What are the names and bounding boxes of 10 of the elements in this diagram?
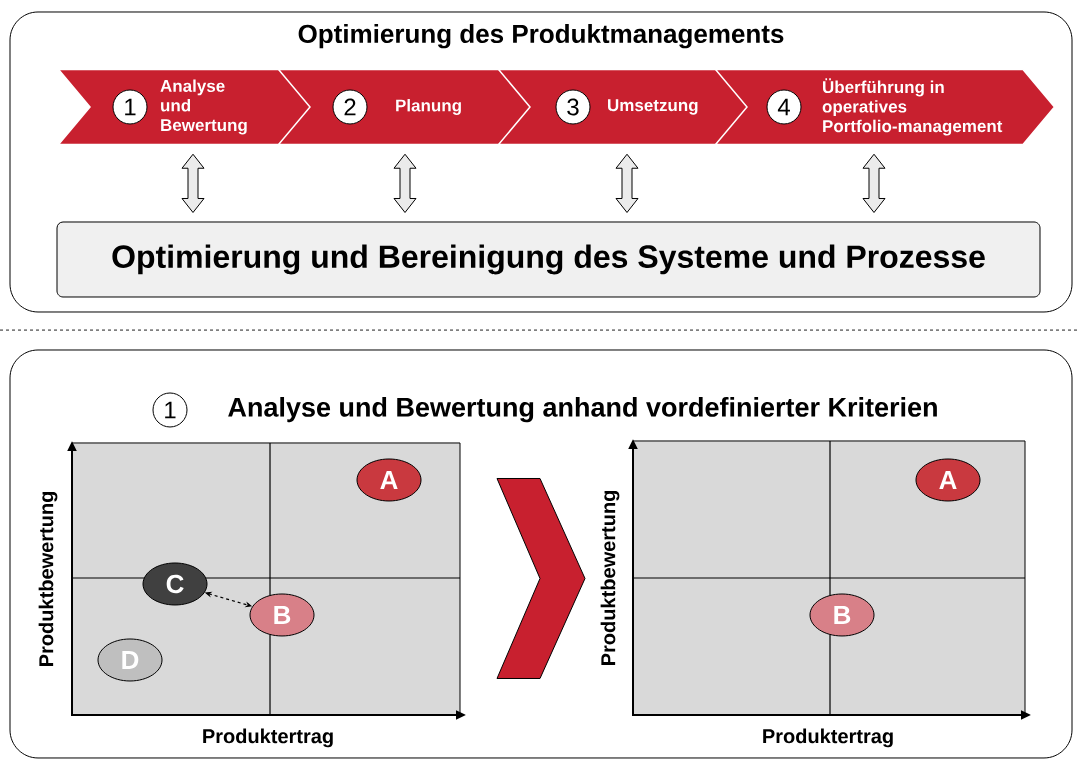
- axis-label: Produktbewertung: [600, 491, 620, 665]
- chevron-arrow: [496, 478, 586, 679]
- double-arrow: [393, 153, 417, 213]
- system-box: Optimierung und Bereinigung des Systeme und Prozesse: [56, 221, 1041, 298]
- double-arrow: [862, 153, 886, 213]
- axis-label: Produktertrag: [203, 728, 333, 748]
- axis-label: Produktertrag: [763, 728, 893, 748]
- double-arrow: [615, 153, 639, 213]
- double-arrow: [181, 153, 205, 213]
- axis-label: Produktbewertung: [38, 492, 58, 666]
